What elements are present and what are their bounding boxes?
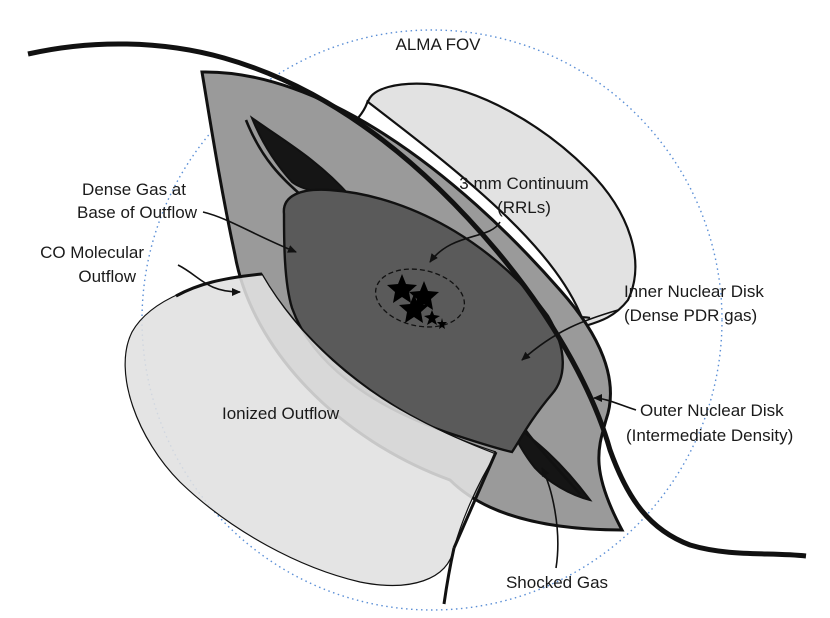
star-icon bbox=[399, 294, 429, 323]
continuum-region bbox=[374, 268, 466, 328]
arrow-outer-disk bbox=[593, 394, 637, 411]
arrow-inner-disk bbox=[521, 309, 619, 361]
arrow-shocked-gas bbox=[541, 467, 559, 569]
upper-outflow-lobe bbox=[366, 82, 637, 328]
label-inner-disk-line2: (Dense PDR gas) bbox=[624, 306, 757, 325]
disk-outer-arc bbox=[27, 41, 807, 559]
label-dense-gas-line1: Dense Gas at bbox=[82, 180, 186, 199]
label-shocked-gas: Shocked Gas bbox=[506, 573, 608, 592]
star-cluster bbox=[387, 274, 447, 329]
label-continuum-line1: 3 mm Continuum bbox=[459, 174, 588, 193]
star-icon bbox=[437, 318, 447, 329]
label-co-outflow-line2: Outflow bbox=[78, 267, 136, 286]
label-outer-disk-line2: (Intermediate Density) bbox=[626, 426, 793, 445]
arrow-co-outflow bbox=[177, 264, 241, 296]
label-continuum-line2: (RRLs) bbox=[497, 198, 551, 217]
label-inner-disk-line1: Inner Nuclear Disk bbox=[624, 282, 764, 301]
label-dense-gas-line2: Base of Outflow bbox=[77, 203, 198, 222]
star-icon bbox=[387, 274, 417, 303]
arrow-continuum bbox=[429, 221, 501, 263]
label-alma-fov: ALMA FOV bbox=[395, 35, 481, 54]
label-co-outflow-line1: CO Molecular bbox=[40, 243, 144, 262]
star-icon bbox=[424, 310, 440, 325]
arrow-dense-gas bbox=[202, 211, 297, 253]
label-ionized-outflow: Ionized Outflow bbox=[222, 404, 340, 423]
label-outer-disk-line1: Outer Nuclear Disk bbox=[640, 401, 784, 420]
